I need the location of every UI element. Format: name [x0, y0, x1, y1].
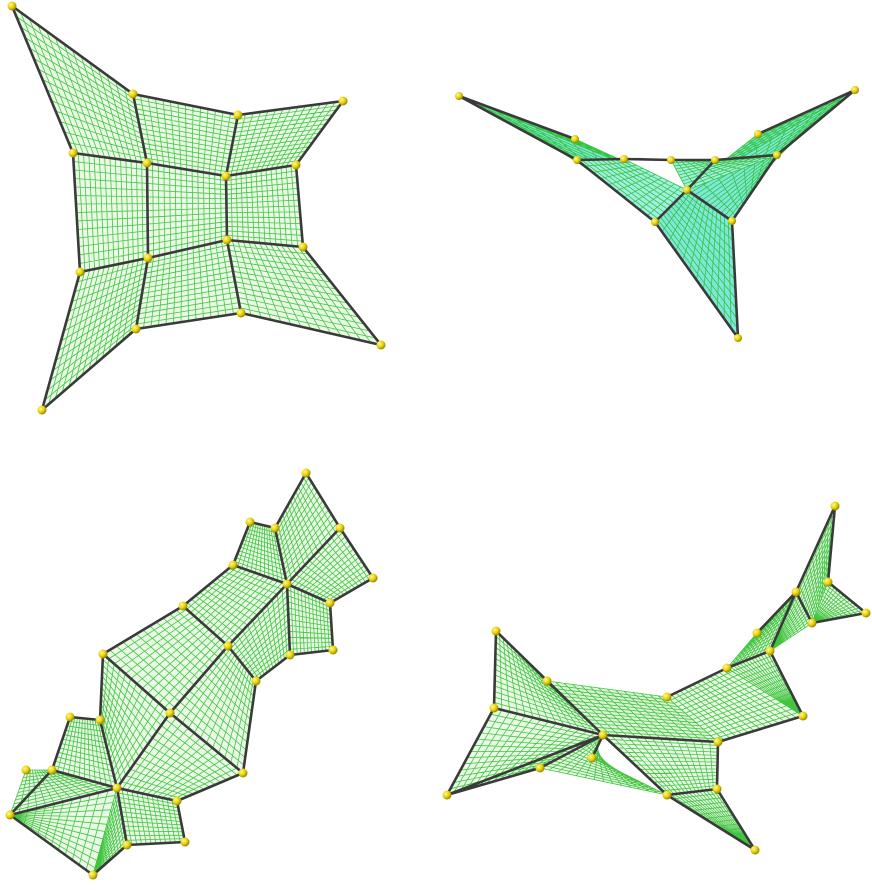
vertex-ball	[282, 579, 292, 589]
vertex-ball	[233, 110, 243, 120]
vertex-ball	[328, 645, 338, 655]
vertex-ball	[807, 618, 817, 628]
vertex-ball	[75, 267, 85, 277]
bottom-left-pentagon-mesh	[5, 468, 378, 880]
vertex-ball	[368, 573, 378, 583]
mesh-patch	[73, 153, 148, 272]
vertex-ball	[683, 186, 691, 194]
vertex-ball	[722, 663, 732, 673]
vertex-ball	[128, 89, 138, 99]
mesh-patch	[667, 668, 803, 742]
vertex-ball	[143, 253, 153, 263]
vertex-ball	[765, 646, 775, 656]
vertex-ball	[245, 517, 255, 527]
vertex-ball	[88, 870, 98, 880]
vertex-ball	[798, 711, 808, 721]
mesh-patch	[170, 646, 256, 773]
vertex-ball	[325, 598, 335, 608]
vertex-ball	[95, 715, 105, 725]
vertex-ball	[251, 676, 261, 686]
vertex-ball	[122, 840, 132, 850]
top-left-quad-mesh	[7, 1, 386, 415]
vertex-ball	[376, 340, 386, 350]
vertex-ball	[861, 608, 871, 618]
vertex-ball	[571, 135, 579, 143]
vertex-ball	[455, 92, 463, 100]
vertex-ball	[298, 242, 308, 252]
vertex-ball	[172, 796, 182, 806]
vertex-ball	[131, 324, 141, 334]
top-right-tripod-mesh	[455, 86, 859, 342]
vertex-ball	[734, 334, 742, 342]
vertex-ball	[47, 765, 57, 775]
vertex-ball	[573, 156, 581, 164]
vertex-ball	[228, 560, 238, 570]
mesh-patch	[577, 159, 687, 222]
vertex-ball	[598, 730, 608, 740]
vertex-ball	[442, 790, 452, 800]
mesh-grid-lines	[726, 591, 797, 669]
vertex-ball	[222, 235, 232, 245]
vertex-ball	[830, 501, 840, 511]
vertex-ball	[489, 703, 499, 713]
vertex-ball	[728, 217, 736, 225]
vertex-ball	[178, 601, 188, 611]
mesh-grid-lines	[726, 650, 804, 717]
mesh-edges	[8, 471, 375, 877]
vertex-ball	[713, 737, 723, 747]
mesh-grid-lines	[92, 787, 128, 876]
mesh-edges	[10, 4, 383, 412]
vertex-ball	[285, 650, 295, 660]
vertex-ball	[180, 837, 190, 847]
vertex-ball	[335, 523, 345, 533]
vertex-ball	[662, 790, 672, 800]
vertex-ball	[750, 845, 760, 855]
vertex-ball	[238, 768, 248, 778]
vertex-ball	[491, 626, 501, 636]
vertex-ball	[620, 155, 628, 163]
vertex-ball	[223, 641, 233, 651]
vertex-ball	[752, 628, 762, 638]
vertex-ball	[338, 96, 348, 106]
vertex-ball	[7, 1, 17, 11]
vertex-ball	[291, 160, 301, 170]
vertex-ball	[21, 765, 31, 775]
mesh-edges	[457, 88, 857, 340]
vertex-ball	[5, 810, 15, 820]
vertex-ball	[65, 712, 75, 722]
mesh-patch	[226, 101, 343, 176]
mesh-grid-lines	[666, 667, 804, 743]
vertex-ball	[791, 587, 801, 597]
vertex-ball	[667, 156, 675, 164]
vertex-ball	[270, 523, 280, 533]
vertex-ball	[712, 784, 722, 794]
vertex-ball	[542, 676, 552, 686]
vertex-ball	[98, 649, 108, 659]
vertex-ball	[851, 86, 859, 94]
vertex-ball	[773, 151, 781, 159]
vertex-ball	[823, 577, 833, 587]
vertex-ball	[112, 783, 122, 793]
vertex-ball	[37, 405, 47, 415]
vertex-ball	[142, 158, 152, 168]
vertex-ball	[587, 753, 597, 763]
vertex-ball	[221, 171, 231, 181]
vertex-ball	[711, 156, 719, 164]
mesh-patch	[226, 165, 303, 247]
vertex-ball	[165, 708, 175, 718]
vertex-ball	[662, 692, 672, 702]
vertex-ball	[236, 308, 246, 318]
vertex-ball	[535, 763, 545, 773]
vertex-ball	[651, 218, 659, 226]
vertex-ball	[68, 148, 78, 158]
mesh-patch	[227, 240, 381, 345]
bottom-right-3d-mesh	[442, 501, 871, 855]
vertex-ball	[301, 468, 311, 478]
vertex-ball	[754, 130, 762, 138]
